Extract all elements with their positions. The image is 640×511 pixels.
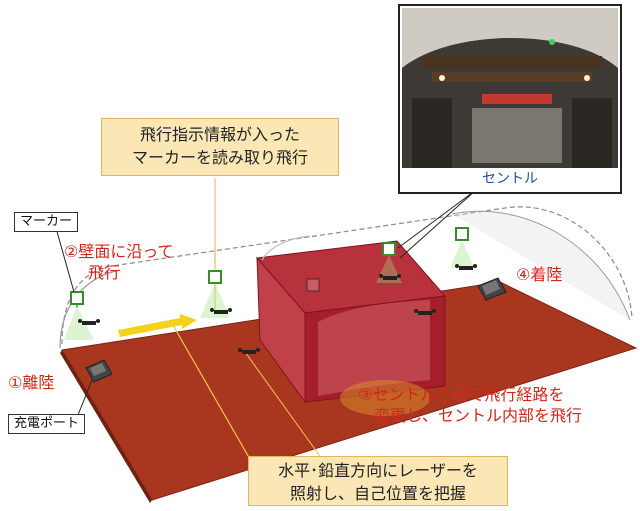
tunnel-vault-outline	[61, 206, 633, 345]
floor-edge	[60, 350, 152, 503]
detection-cone-2	[200, 283, 230, 318]
step-landing-label: ④着陸	[516, 265, 563, 284]
drone-5	[414, 309, 436, 315]
step-takeoff-label: ①離陸	[8, 373, 55, 392]
step-wall-flight-label: ②壁面に沿って 飛行	[64, 241, 174, 283]
detection-cone-1	[64, 306, 94, 340]
laser-line-3	[244, 351, 323, 460]
leader-photo	[399, 189, 477, 259]
central-form-arch	[318, 300, 430, 396]
callout-marker-reading-line2: マーカーを読み取り飛行	[131, 148, 308, 167]
callout-marker-reading: 飛行指示情報が入った マーカーを読み取り飛行	[101, 118, 339, 176]
leader-charging	[77, 379, 93, 416]
drone-6	[455, 264, 477, 270]
marker-post-1	[70, 291, 84, 308]
laser-glow	[340, 380, 430, 416]
drone-4	[379, 274, 401, 280]
leader-marker	[55, 227, 75, 293]
step-central-line2: 変更し、セントル内部を飛行	[374, 406, 583, 425]
charging-port-label: 充電ポート	[8, 414, 86, 434]
centrul-photo-image	[402, 8, 618, 168]
callout-laser-positioning: 水平･鉛直方向にレーザーを 照射し、自己位置を把握	[248, 456, 508, 506]
step-central-line1: ③セントル手前で飛行経路を	[358, 385, 565, 404]
step-wall-line1: ②壁面に沿って	[64, 242, 174, 261]
charging-port-landing	[477, 277, 507, 301]
direction-arrow-1	[118, 314, 197, 337]
centrul-photo: セントル	[398, 4, 622, 194]
tunnel-vault-rear	[451, 210, 631, 321]
charging-port-takeoff	[85, 359, 113, 383]
drone-1	[78, 319, 100, 325]
detection-cone-4	[450, 240, 474, 268]
drone-2	[210, 308, 232, 314]
step-wall-line2: 飛行	[88, 263, 121, 282]
marker-label: マーカー	[14, 212, 79, 232]
leader-photo-2	[397, 189, 477, 249]
tunnel-rear-arch	[261, 235, 311, 261]
marker-post-4	[455, 227, 469, 241]
drone-3	[238, 348, 260, 354]
marker-post-2	[208, 270, 222, 284]
callout-marker-reading-line1: 飛行指示情報が入った	[139, 125, 300, 144]
photo-caption: セントル	[482, 171, 538, 187]
callout-laser-line1: 水平･鉛直方向にレーザーを	[278, 461, 478, 480]
marker-post-3	[382, 242, 396, 256]
central-marker	[306, 278, 320, 292]
callout-laser-line2: 照射し、自己位置を把握	[289, 484, 466, 503]
step-central-label: ③セントル手前で飛行経路を 変更し、セントル内部を飛行	[358, 384, 582, 426]
